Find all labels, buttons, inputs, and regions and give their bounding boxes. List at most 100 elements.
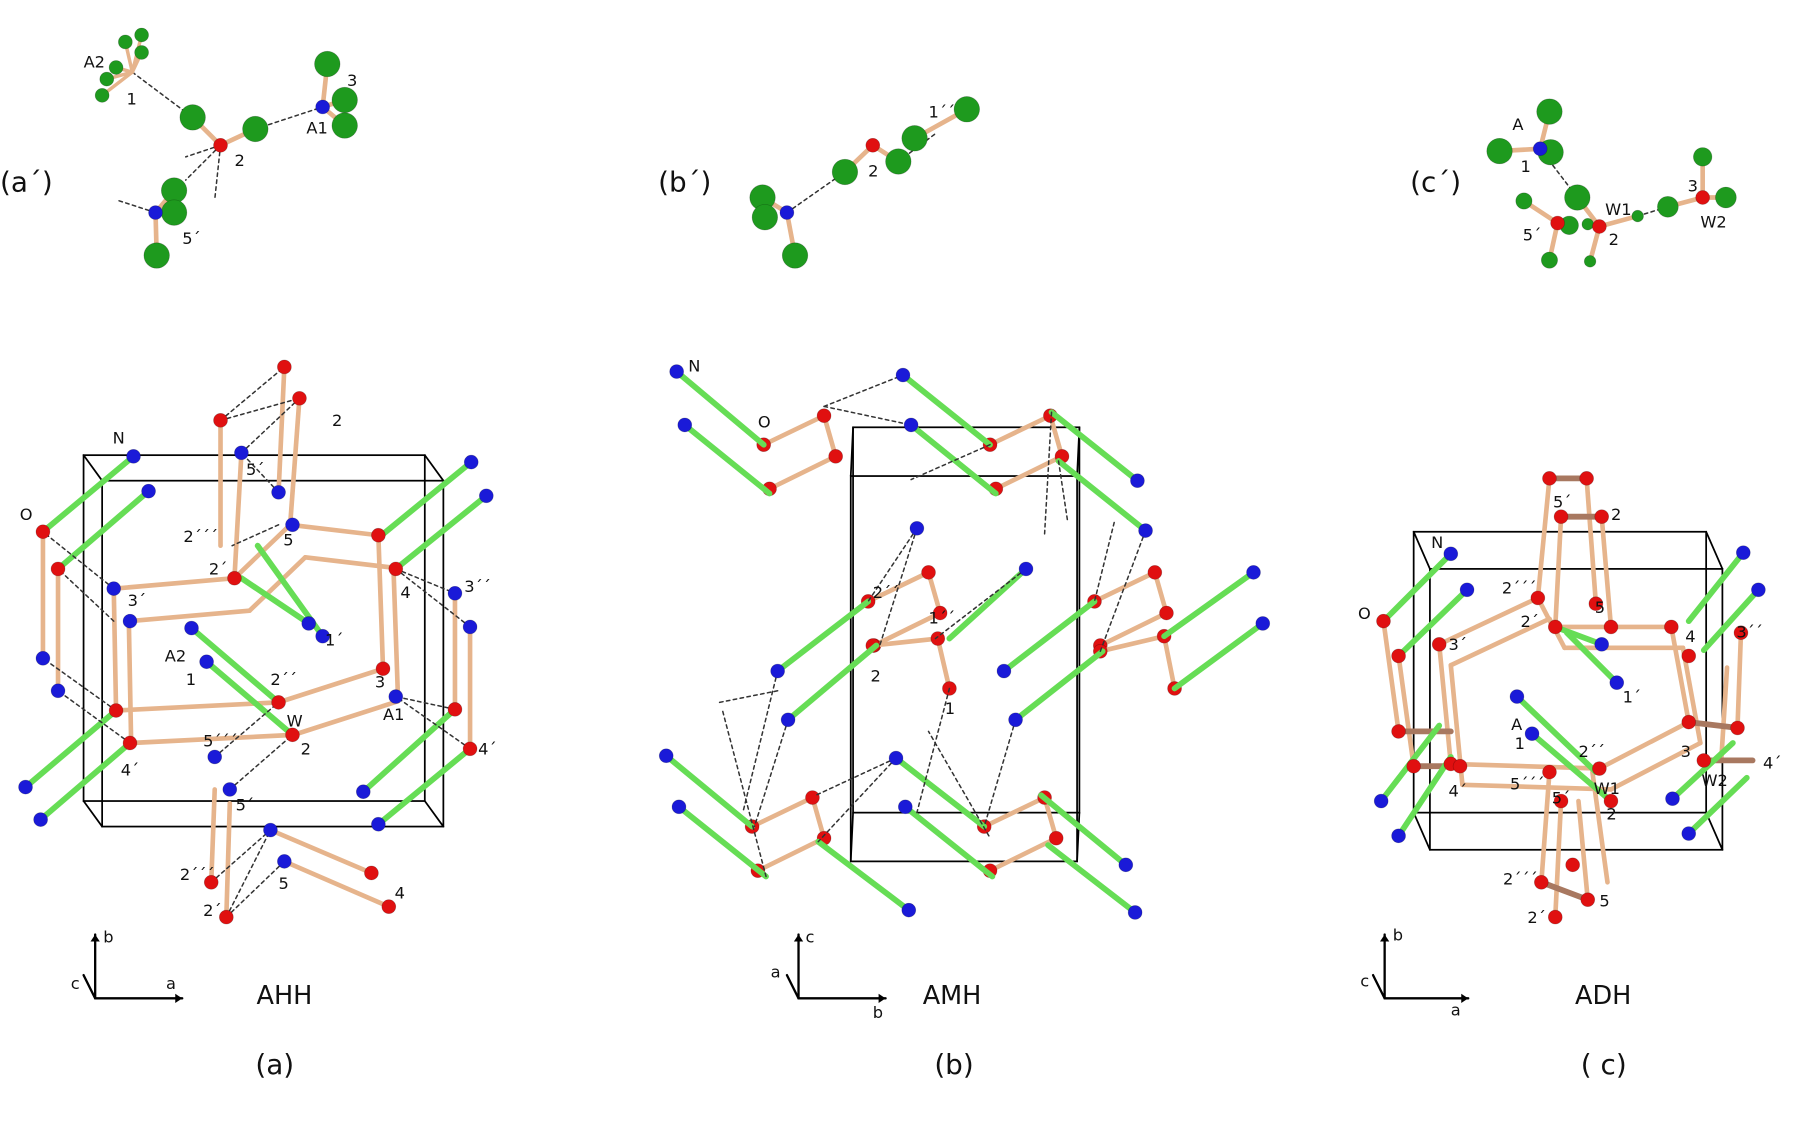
hydrogen-bond — [42, 531, 115, 590]
nitrogen-atom — [1751, 582, 1766, 598]
hydrogen-atom — [1693, 147, 1713, 167]
oxygen-atom — [1681, 648, 1697, 664]
nh-bond — [1395, 754, 1454, 839]
axis-label-b: b — [873, 1003, 883, 1022]
hydrogen-bond — [983, 719, 1017, 828]
nitrogen-atom — [263, 822, 278, 838]
nitrogen-atom — [658, 748, 674, 764]
nitrogen-atom — [1118, 857, 1134, 873]
nitrogen-atom — [315, 99, 330, 115]
nh-bond — [673, 368, 767, 448]
atom-label: W1 — [1605, 200, 1631, 219]
nitrogen-atom — [106, 581, 122, 596]
nitrogen-atom — [1735, 545, 1751, 560]
atom-label: 5 — [283, 531, 293, 550]
oxygen-atom — [108, 703, 124, 718]
atom-label: 1 — [945, 699, 955, 718]
nh-bond — [1055, 458, 1149, 534]
unit-cell-edge — [1412, 530, 1431, 570]
atom-label: 3´´ — [464, 577, 491, 596]
nitrogen-atom — [126, 449, 141, 464]
hydrogen-atom — [1657, 195, 1679, 218]
nitrogen-atom — [388, 689, 404, 704]
axis-label-a: a — [1451, 1001, 1461, 1020]
nitrogen-atom — [207, 749, 223, 765]
atom-label: 1 — [1515, 734, 1525, 753]
oxygen-atom — [371, 527, 386, 543]
atom-label: 2 — [868, 162, 878, 181]
nitrogen-atom — [33, 812, 48, 827]
atom-label: 1´ — [325, 631, 343, 650]
nh-bond — [1048, 409, 1141, 484]
nh-bond — [1685, 549, 1747, 625]
bond — [1535, 476, 1552, 601]
axis-arrowhead — [175, 993, 183, 1003]
oxygen-atom — [388, 561, 404, 577]
axis-label-a: a — [771, 962, 781, 981]
nitrogen-atom — [1018, 561, 1034, 577]
nitrogen-atom — [1594, 637, 1610, 652]
oxygen-atom — [381, 899, 397, 914]
oxygen-atom — [1592, 219, 1607, 234]
hydrogen-atom — [179, 104, 206, 131]
nitrogen-atom — [301, 616, 317, 631]
bond — [111, 575, 237, 591]
nh-bond — [238, 575, 312, 627]
hydrogen-atom — [1536, 98, 1563, 125]
nitrogen-atom — [996, 663, 1012, 679]
atom-label: 2´ — [1520, 612, 1538, 631]
bond — [1097, 610, 1169, 648]
oxygen-atom — [203, 874, 219, 890]
axis-label-c: c — [805, 928, 814, 947]
hydrogen-bond — [231, 524, 280, 547]
hydrogen-bond — [718, 690, 779, 704]
hydrogen-bond — [910, 443, 991, 481]
oxygen-atom — [932, 605, 948, 621]
nitrogen-atom — [315, 628, 330, 644]
bond — [224, 801, 233, 920]
nitrogen-atom — [18, 779, 33, 795]
bond — [821, 413, 838, 459]
bond — [1584, 476, 1599, 607]
bond — [287, 522, 381, 538]
nh-bond — [1161, 569, 1257, 640]
bond — [1042, 795, 1059, 841]
atom-label: 1 — [1520, 157, 1530, 176]
hydrogen-bond — [1099, 529, 1147, 653]
oxygen-atom — [1594, 509, 1610, 524]
hydrogen-bond — [395, 695, 471, 750]
nitrogen-atom — [1509, 689, 1525, 704]
unit-cell-edge — [423, 454, 445, 482]
atom-label: 5 — [279, 874, 289, 893]
bond — [282, 859, 392, 909]
atom-label: O — [758, 412, 771, 431]
unit-cell-edge — [1705, 811, 1724, 851]
bond — [1448, 761, 1602, 771]
nh-bond — [203, 658, 296, 738]
bond — [1097, 633, 1167, 654]
bond — [1718, 665, 1730, 763]
nh-bond — [900, 372, 993, 448]
axis-arrowhead — [793, 934, 804, 942]
hydrogen-atom — [314, 50, 341, 78]
hydrogen-bond — [1057, 460, 1069, 524]
bond — [291, 698, 401, 738]
nitrogen-atom — [355, 784, 371, 800]
hydrogen-bond — [184, 144, 222, 181]
oxygen-atom — [375, 661, 391, 677]
atom-label: 2 — [1611, 505, 1621, 524]
hydrogen-bond — [879, 527, 918, 647]
nh-bond — [1395, 586, 1470, 659]
hydrogen-atom — [1631, 209, 1644, 223]
oxygen-atom — [1553, 509, 1569, 524]
unit-cell-edge — [849, 426, 854, 477]
nh-bond — [37, 740, 133, 823]
nitrogen-atom — [1665, 791, 1680, 807]
nh-bond — [375, 745, 473, 828]
unit-cell-edge — [849, 811, 854, 863]
hydrogen-bond — [395, 568, 471, 628]
hydrogen-bond — [721, 707, 767, 878]
atom-label: 2 — [1609, 230, 1619, 249]
